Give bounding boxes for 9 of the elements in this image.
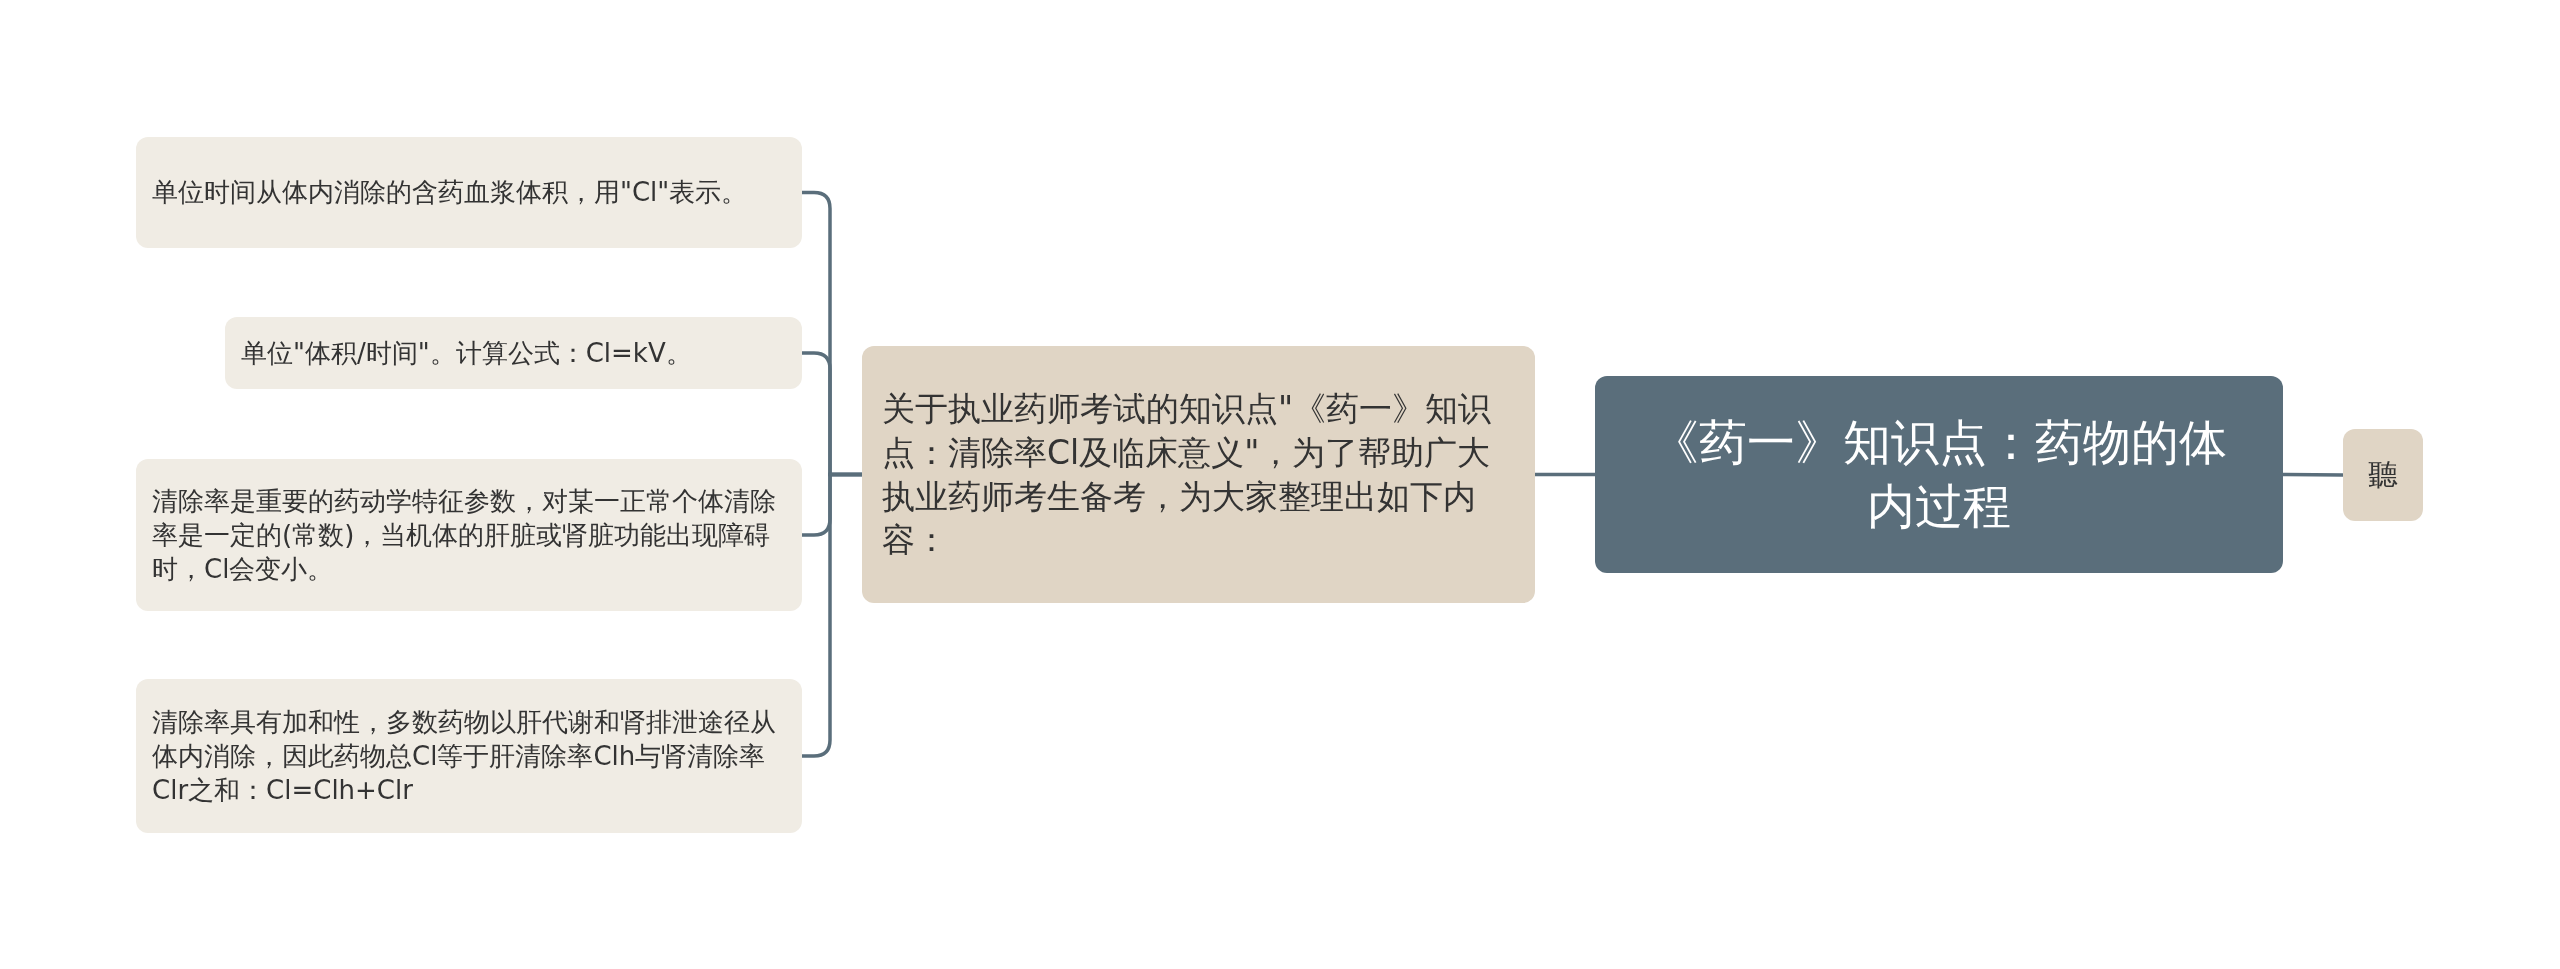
topic-box: 《药一》知识点：药物的体内过程 bbox=[1595, 376, 2283, 573]
topic-box: 清除率是重要的药动学特征参数，对某一正常个体清除率是一定的(常数)，当机体的肝脏或肾脏功能出现障碍时，Cl会变小。 bbox=[136, 459, 802, 611]
connector-line bbox=[2283, 472, 2343, 477]
topic-box: 关于执业药师考试的知识点"《药一》知识点：清除率Cl及临床意义"，为了帮助广大执业药师考生备考，为大家整理出如下内容： bbox=[862, 346, 1535, 603]
connector-line bbox=[1535, 472, 1595, 477]
topic-box: 聽 bbox=[2343, 429, 2423, 521]
topic-box: 单位"体积/时间"。计算公式：Cl=kV。 bbox=[225, 317, 802, 389]
topic-box: 清除率具有加和性，多数药物以肝代谢和肾排泄途径从体内消除，因此药物总Cl等于肝清除率Clh与肾清除率Clr之和：Cl=Clh+Clr bbox=[136, 679, 802, 833]
topic-box: 单位时间从体内消除的含药血浆体积，用"Cl"表示。 bbox=[136, 137, 802, 248]
